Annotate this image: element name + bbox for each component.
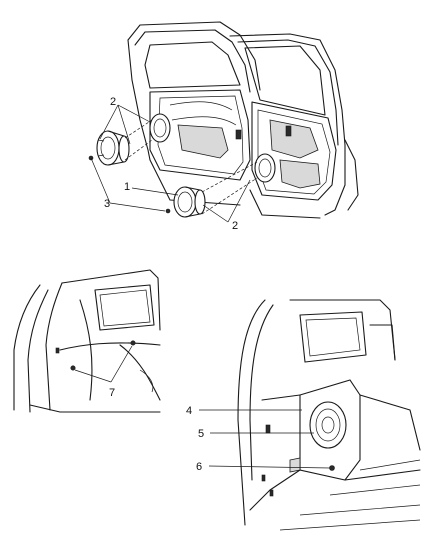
callout-1: 1 bbox=[124, 181, 130, 193]
interior-left-view: 7 bbox=[13, 269, 161, 413]
front-speaker-opening bbox=[149, 113, 171, 143]
front-door-speaker bbox=[96, 130, 130, 166]
speaker-bolt bbox=[329, 465, 335, 471]
callout-2-lower: 2 bbox=[232, 220, 238, 232]
fastener-7a bbox=[70, 365, 76, 371]
rear-quarter-view: 4 5 6 bbox=[186, 299, 421, 531]
rear-quarter-speaker bbox=[309, 401, 347, 449]
door-assembly-view: 2 1 3 2 bbox=[88, 21, 359, 232]
rear-door-speaker bbox=[173, 186, 206, 218]
callout-5: 5 bbox=[198, 428, 204, 440]
callout-3: 3 bbox=[104, 198, 110, 210]
callout-7: 7 bbox=[109, 387, 115, 399]
rear-speaker-opening bbox=[254, 153, 276, 183]
fastener-7b bbox=[130, 340, 136, 346]
callout-2-upper: 2 bbox=[110, 96, 116, 108]
callout-4: 4 bbox=[186, 405, 192, 417]
callout-6: 6 bbox=[196, 461, 202, 473]
screw-rear bbox=[165, 208, 171, 214]
